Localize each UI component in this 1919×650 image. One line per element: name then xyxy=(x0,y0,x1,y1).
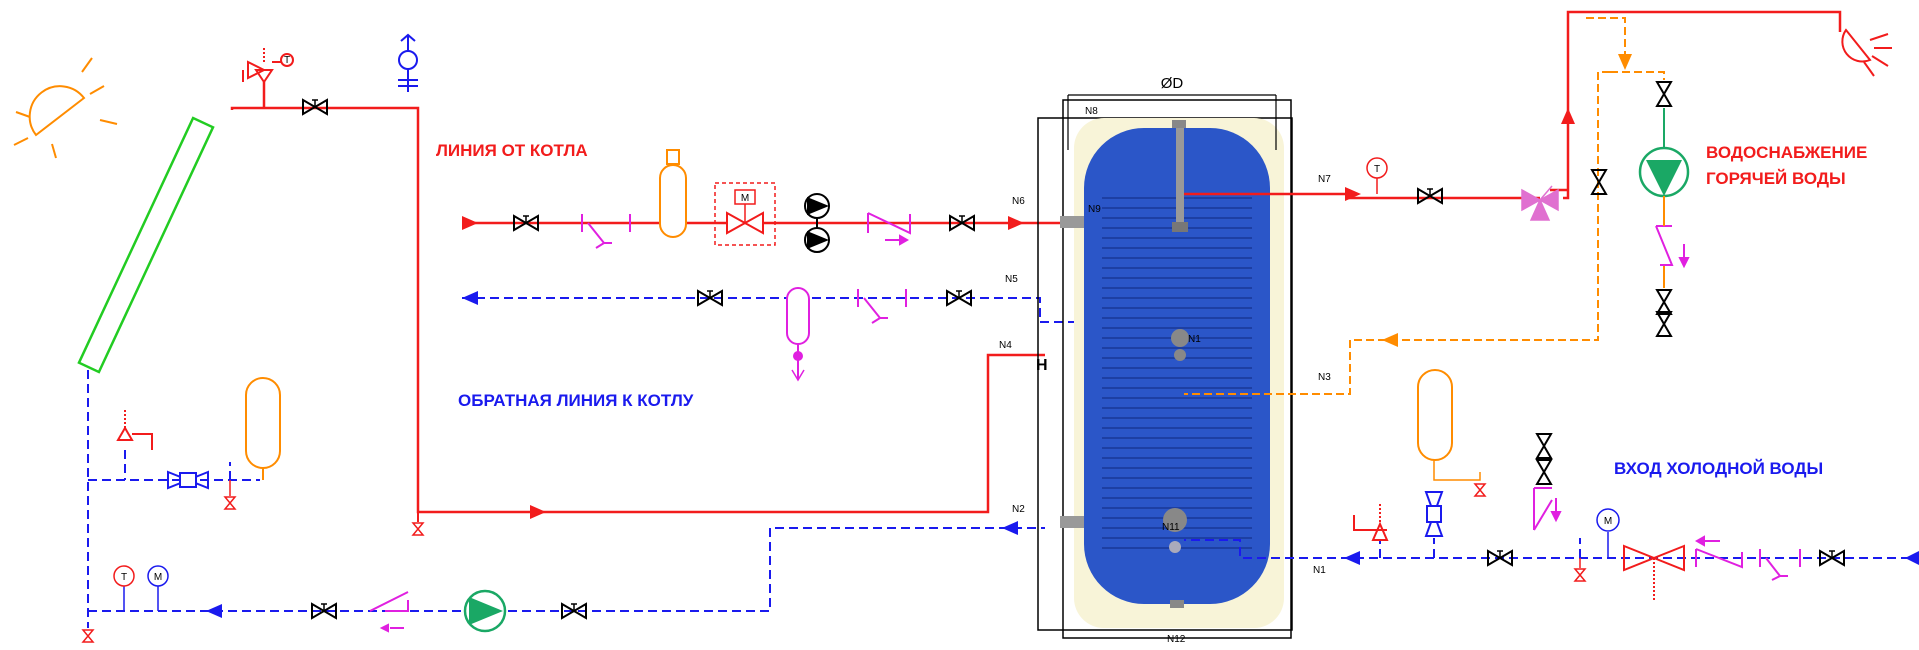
flow-arrow xyxy=(206,604,222,618)
thermometer-icon xyxy=(113,565,135,587)
flow-arrow xyxy=(530,505,546,519)
manometer-label: M xyxy=(154,572,162,583)
nozzle-label: N12 xyxy=(1167,634,1186,645)
air-vent-icon xyxy=(398,33,418,92)
drain-valve xyxy=(411,522,425,536)
nozzle-label: N11 xyxy=(1162,522,1180,533)
nozzle-label: N1 xyxy=(1188,334,1201,345)
check-valve-icon xyxy=(1424,491,1444,537)
thermometer-icon xyxy=(1366,157,1388,179)
check-valve-icon xyxy=(867,212,911,246)
flow-arrow xyxy=(462,216,478,230)
nozzle-label: N3 xyxy=(1318,372,1331,383)
thermometer-label: T xyxy=(121,572,127,583)
nozzle-label: N2 xyxy=(1012,504,1025,515)
flow-arrow xyxy=(462,291,478,305)
manometer-label: M xyxy=(1604,516,1612,527)
cold-water-caption: ВХОД ХОЛОДНОЙ ВОДЫ xyxy=(1614,459,1823,478)
strainer-icon xyxy=(581,214,631,249)
nozzle-label: N8 xyxy=(1085,106,1098,117)
sun-icon xyxy=(13,57,118,159)
flow-arrow xyxy=(1002,521,1018,535)
nozzle-label: N9 xyxy=(1088,204,1101,215)
safety-valve-icon xyxy=(1353,504,1389,541)
strainer-icon xyxy=(1759,549,1801,581)
check-valve-icon xyxy=(1655,225,1690,269)
manometer-icon xyxy=(1596,508,1620,532)
flow-arrow xyxy=(1344,551,1360,565)
expansion-tank xyxy=(1417,369,1453,461)
shutoff-valve[interactable] xyxy=(1536,459,1552,485)
supply-line-caption: ЛИНИЯ ОТ КОТЛА xyxy=(436,141,588,160)
nozzle-label: N4 xyxy=(999,340,1012,351)
strainer-icon xyxy=(857,289,907,324)
check-valve-icon xyxy=(167,470,209,490)
height-label: H xyxy=(1036,357,1048,374)
nozzle-label: N7 xyxy=(1318,174,1331,185)
air-separator-icon xyxy=(659,149,687,238)
return-line-caption: ОБРАТНАЯ ЛИНИЯ К КОТЛУ xyxy=(458,391,694,410)
cold-water-pipe xyxy=(1184,538,1910,559)
safety-valve-icon xyxy=(116,410,153,450)
drain-valve xyxy=(1473,483,1487,497)
twin-pump-icon[interactable] xyxy=(804,193,830,253)
drain-valve xyxy=(223,496,237,510)
thermometer-label: T xyxy=(1374,164,1380,175)
hot-water-caption-1: ВОДОСНАБЖЕНИЕ xyxy=(1706,143,1867,162)
check-valve-icon xyxy=(1694,535,1743,569)
flow-arrow xyxy=(1561,108,1575,124)
dirt-separator-icon xyxy=(786,287,810,382)
shutoff-valve[interactable] xyxy=(1536,433,1552,459)
circulation-pipe xyxy=(1184,17,1665,395)
circulation-pump-icon[interactable] xyxy=(1638,146,1690,198)
expansion-tank xyxy=(245,377,281,469)
flow-arrow xyxy=(1008,216,1024,230)
solar-collector xyxy=(77,116,215,374)
motor-valve-icon[interactable] xyxy=(726,211,764,235)
shower-icon xyxy=(1841,28,1892,77)
thermo-label: T xyxy=(284,55,290,66)
flow-arrow xyxy=(1618,54,1632,70)
flow-arrow xyxy=(1345,187,1361,201)
drain-valve xyxy=(1573,568,1587,582)
actuator-label: M xyxy=(741,193,749,204)
check-valve-icon xyxy=(369,591,409,633)
storage-tank xyxy=(1037,99,1293,639)
shutoff-valve[interactable] xyxy=(1487,550,1513,566)
boiler-return-pipe xyxy=(462,297,1180,323)
safety-valve-icon xyxy=(242,48,294,84)
shutoff-valve[interactable] xyxy=(1656,289,1672,315)
flow-arrow xyxy=(1905,551,1919,565)
flow-arrow xyxy=(1382,333,1398,347)
drain-valve xyxy=(81,629,95,643)
shutoff-valve[interactable] xyxy=(1417,188,1443,204)
check-valve-icon xyxy=(1533,487,1562,531)
solar-return-pipe xyxy=(87,370,1045,628)
diameter-dimension xyxy=(1067,94,1277,150)
nozzle-label: N6 xyxy=(1012,196,1025,207)
manometer-icon xyxy=(147,565,169,587)
diameter-label: ØD xyxy=(1161,75,1184,92)
shutoff-valve[interactable] xyxy=(1656,81,1672,107)
circulation-pump-icon[interactable] xyxy=(463,589,507,633)
motorized-valve-box xyxy=(714,182,776,246)
mixing-valve-icon[interactable] xyxy=(1521,185,1559,221)
hot-water-caption-2: ГОРЯЧЕЙ ВОДЫ xyxy=(1706,169,1846,188)
shutoff-valve[interactable] xyxy=(1656,311,1672,337)
pressure-reducer-icon[interactable] xyxy=(1623,544,1685,600)
nozzle-label: N5 xyxy=(1005,274,1018,285)
nozzle-label: N1 xyxy=(1313,565,1326,576)
